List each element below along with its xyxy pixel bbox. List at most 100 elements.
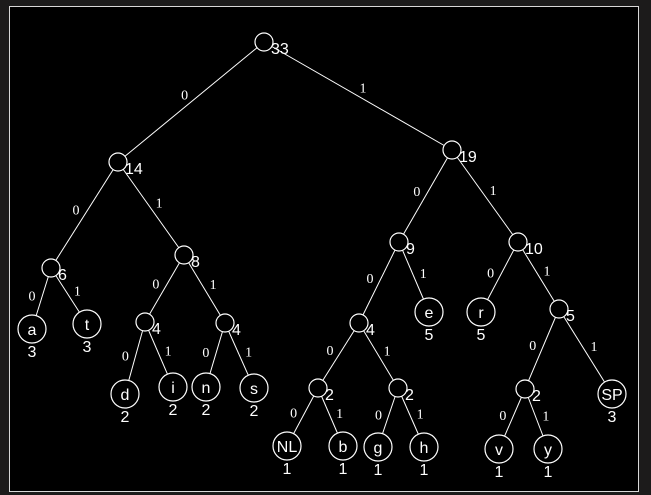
leaf-node-v: v1 bbox=[484, 434, 514, 481]
edge-bit-label: 0 bbox=[327, 344, 334, 359]
edge-bit-label: 1 bbox=[336, 407, 343, 422]
node-weight: 19 bbox=[459, 149, 477, 166]
leaf-node-b: b1 bbox=[328, 431, 358, 478]
leaf-weight: 2 bbox=[250, 403, 259, 420]
edge-bit-label: 0 bbox=[202, 346, 209, 361]
node-weight: 2 bbox=[405, 387, 414, 404]
tree-edge bbox=[317, 322, 360, 389]
leaf-symbol: NL bbox=[277, 439, 298, 456]
edge-bit-label: 1 bbox=[384, 344, 391, 359]
node-weight: 33 bbox=[271, 41, 289, 58]
leaf-circle bbox=[414, 297, 444, 327]
node-weight: 5 bbox=[566, 308, 575, 325]
node-weight: 8 bbox=[191, 254, 200, 271]
leaf-symbol: g bbox=[374, 440, 383, 457]
edge-bit-label: 0 bbox=[487, 266, 494, 281]
internal-circle bbox=[349, 313, 369, 333]
leaf-circle bbox=[72, 309, 102, 339]
edge-bit-label: 0 bbox=[73, 204, 80, 219]
internal-circle bbox=[388, 378, 408, 398]
leaf-weight: 2 bbox=[121, 409, 130, 426]
leaf-symbol: n bbox=[202, 380, 211, 397]
leaf-circle bbox=[110, 379, 140, 409]
edge-bit-label: 1 bbox=[245, 345, 252, 360]
leaf-symbol: s bbox=[250, 381, 258, 398]
leaf-circle bbox=[328, 431, 358, 461]
leaf-weight: 2 bbox=[169, 402, 178, 419]
leaf-circle bbox=[597, 379, 627, 409]
internal-circle bbox=[508, 232, 528, 252]
diagram-frame bbox=[9, 6, 639, 492]
leaf-node-d: d2 bbox=[110, 379, 140, 426]
node-weight: 2 bbox=[532, 388, 541, 405]
tree-edge bbox=[263, 41, 453, 151]
internal-node: 9 bbox=[389, 232, 415, 258]
edge-bit-label: 1 bbox=[210, 278, 217, 293]
edge-bit-label: 0 bbox=[499, 409, 506, 424]
edge-bit-label: 0 bbox=[290, 406, 297, 421]
internal-node: 6 bbox=[41, 258, 67, 284]
leaf-symbol: h bbox=[420, 440, 429, 457]
edge-bit-label: 1 bbox=[156, 197, 163, 212]
internal-circle bbox=[515, 379, 535, 399]
tree-edge bbox=[50, 161, 119, 269]
tree-edge bbox=[117, 41, 265, 163]
node-weight: 10 bbox=[525, 241, 543, 258]
leaf-circle bbox=[239, 373, 269, 403]
tree-edge bbox=[117, 161, 185, 256]
leaf-node-nl: NL1 bbox=[272, 431, 302, 478]
leaf-node-e: e5 bbox=[414, 297, 444, 344]
internal-circle bbox=[215, 313, 235, 333]
leaf-node-i: i2 bbox=[158, 372, 188, 419]
edge-bit-label: 1 bbox=[420, 267, 427, 282]
edge-bit-label: 0 bbox=[375, 408, 382, 423]
edge-bit-label: 0 bbox=[28, 290, 35, 305]
tree-edge bbox=[358, 241, 400, 324]
leaf-symbol: i bbox=[171, 380, 175, 397]
leaf-weight: 1 bbox=[544, 464, 553, 481]
leaf-circle bbox=[533, 434, 563, 464]
edge-bit-label: 1 bbox=[165, 345, 172, 360]
edge-bit-label: 1 bbox=[490, 184, 497, 199]
node-weight: 4 bbox=[232, 322, 241, 339]
leaf-node-n: n2 bbox=[191, 372, 221, 419]
edge-bit-label: 1 bbox=[417, 407, 424, 422]
tree-edge bbox=[144, 254, 185, 323]
leaf-node-r: r5 bbox=[466, 297, 496, 344]
internal-circle bbox=[254, 32, 274, 52]
leaf-symbol: v bbox=[495, 442, 503, 459]
internal-circle bbox=[135, 312, 155, 332]
internal-node: 4 bbox=[349, 313, 375, 339]
internal-node: 4 bbox=[135, 312, 161, 338]
tree-edge bbox=[524, 308, 560, 390]
internal-circle bbox=[41, 258, 61, 278]
internal-node: 5 bbox=[549, 299, 575, 325]
tree-edge bbox=[183, 254, 226, 324]
edge-bit-label: 0 bbox=[367, 272, 374, 287]
leaf-circle bbox=[466, 297, 496, 327]
internal-circle bbox=[108, 152, 128, 172]
tree-edge bbox=[558, 308, 613, 395]
edge-bit-label: 1 bbox=[544, 264, 551, 279]
leaf-weight: 3 bbox=[83, 339, 92, 356]
leaf-circle bbox=[191, 372, 221, 402]
edge-bit-label: 1 bbox=[542, 409, 549, 424]
node-weight: 9 bbox=[406, 241, 415, 258]
leaf-weight: 1 bbox=[495, 464, 504, 481]
leaf-weight: 5 bbox=[477, 327, 486, 344]
internal-node: 2 bbox=[388, 378, 414, 404]
internal-circle bbox=[389, 232, 409, 252]
leaf-symbol: a bbox=[28, 322, 37, 339]
leaf-weight: 5 bbox=[425, 327, 434, 344]
internal-node: 4 bbox=[215, 313, 241, 339]
edge-bit-label: 1 bbox=[359, 81, 366, 96]
leaf-circle bbox=[363, 432, 393, 462]
leaf-weight: 2 bbox=[202, 402, 211, 419]
internal-node: 2 bbox=[515, 379, 541, 405]
internal-node: 14 bbox=[108, 152, 143, 178]
internal-node: 2 bbox=[308, 378, 334, 404]
leaf-weight: 1 bbox=[420, 462, 429, 479]
